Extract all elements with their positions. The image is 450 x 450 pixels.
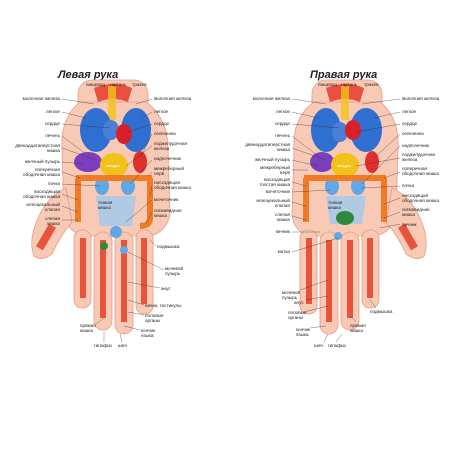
left-label-yaichki: яички, тестикулы: [145, 303, 181, 308]
right-label-anus: анус: [294, 300, 304, 305]
left-label-gortan: гортань: [110, 82, 127, 87]
right-hand-left-labels: молочная железа легкое сердце печень две…: [245, 96, 291, 254]
left-label-nadpochechnik-r: надпочечник: [154, 156, 182, 161]
left-hand-right-labels: молочная железа легкое сердце селезенка …: [154, 96, 192, 218]
left-label-gipofiz: гипофиз: [94, 343, 112, 348]
left-label-pishchevod: пищевод: [86, 82, 105, 87]
right-label-podmyshka: подмышка: [370, 309, 393, 314]
left-hand-organs: желудок: [36, 84, 153, 322]
left-label-legkoe-l: легкое: [46, 109, 61, 114]
left-label-zhelchny-l: желчный пузырь: [25, 158, 61, 164]
right-label-serdtse-l: сердце: [275, 121, 291, 126]
left-hand-left-labels: молочная железа легкое сердце печень две…: [15, 96, 60, 226]
right-label-sheya: шея: [314, 343, 323, 348]
left-label-molochnaya-l: молочная железа: [23, 96, 61, 101]
left-hand-diagram: Левая рука желудок: [15, 69, 191, 348]
right-leader-lines: [291, 98, 401, 253]
right-hand-diagram: Правая рука желудок: [245, 69, 439, 348]
right-label-molochnaya-l: молочная железа: [253, 96, 291, 101]
right-label-trakheya: трахея: [364, 82, 379, 87]
right-label-legkoe-l: легкое: [276, 109, 291, 114]
left-label-podmyshka: подмышка: [157, 244, 180, 249]
left-label-serdtse-r: сердце: [154, 121, 170, 126]
right-hand-title: Правая рука: [310, 69, 377, 81]
right-label-nadpochechnik-r: надпочечник: [402, 143, 430, 148]
left-label-molochnaya-r: молочная железа: [154, 96, 192, 101]
right-label-matka-l: матка: [278, 249, 291, 254]
left-label-legkoe-r: легкое: [154, 109, 169, 114]
right-hand-organs: желудок: [303, 84, 418, 322]
left-label-serdtse-l: сердце: [45, 121, 61, 126]
right-label-zhelchny-l: желчный пузырь: [255, 156, 291, 162]
right-label-pochka-r: почка: [402, 183, 414, 188]
right-label-pechen-l: печень: [275, 133, 290, 138]
left-label-pochka-l: почка: [48, 181, 60, 186]
left-label-trakheya: трахея: [132, 82, 147, 87]
right-label-legkoe-r: легкое: [402, 109, 417, 114]
right-label-yaichnik-r: яичник: [402, 222, 418, 227]
left-label-anus: анус: [161, 286, 171, 291]
left-leader-lines: [61, 98, 153, 225]
right-label-selezenka-r: селезенка: [402, 131, 424, 136]
right-label-molochnaya-r: молочная железа: [402, 96, 440, 101]
right-label-gortan: гортань: [341, 82, 358, 87]
right-stomach-label: желудок: [337, 164, 351, 168]
left-label-mochetochnik-r: мочеточник: [154, 197, 179, 202]
right-hand-right-labels: молочная железа легкое сердце селезенка …: [402, 96, 440, 227]
left-hand-title: Левая рука: [57, 69, 118, 81]
right-label-serdtse-r: сердце: [402, 121, 418, 126]
left-label-pechen-l: печень: [45, 133, 60, 138]
right-label-yaichnik-l: яичник: [275, 229, 291, 234]
left-stomach-label: желудок: [106, 164, 120, 168]
left-label-sheya: шея: [118, 343, 127, 348]
right-label-pishchevod: пищевод: [318, 82, 337, 87]
left-label-selezenka-r: селезенка: [154, 131, 176, 136]
right-label-gipofiz: гипофиз: [328, 343, 346, 348]
right-label-mochetochnik-l: мочеточник: [266, 189, 291, 194]
